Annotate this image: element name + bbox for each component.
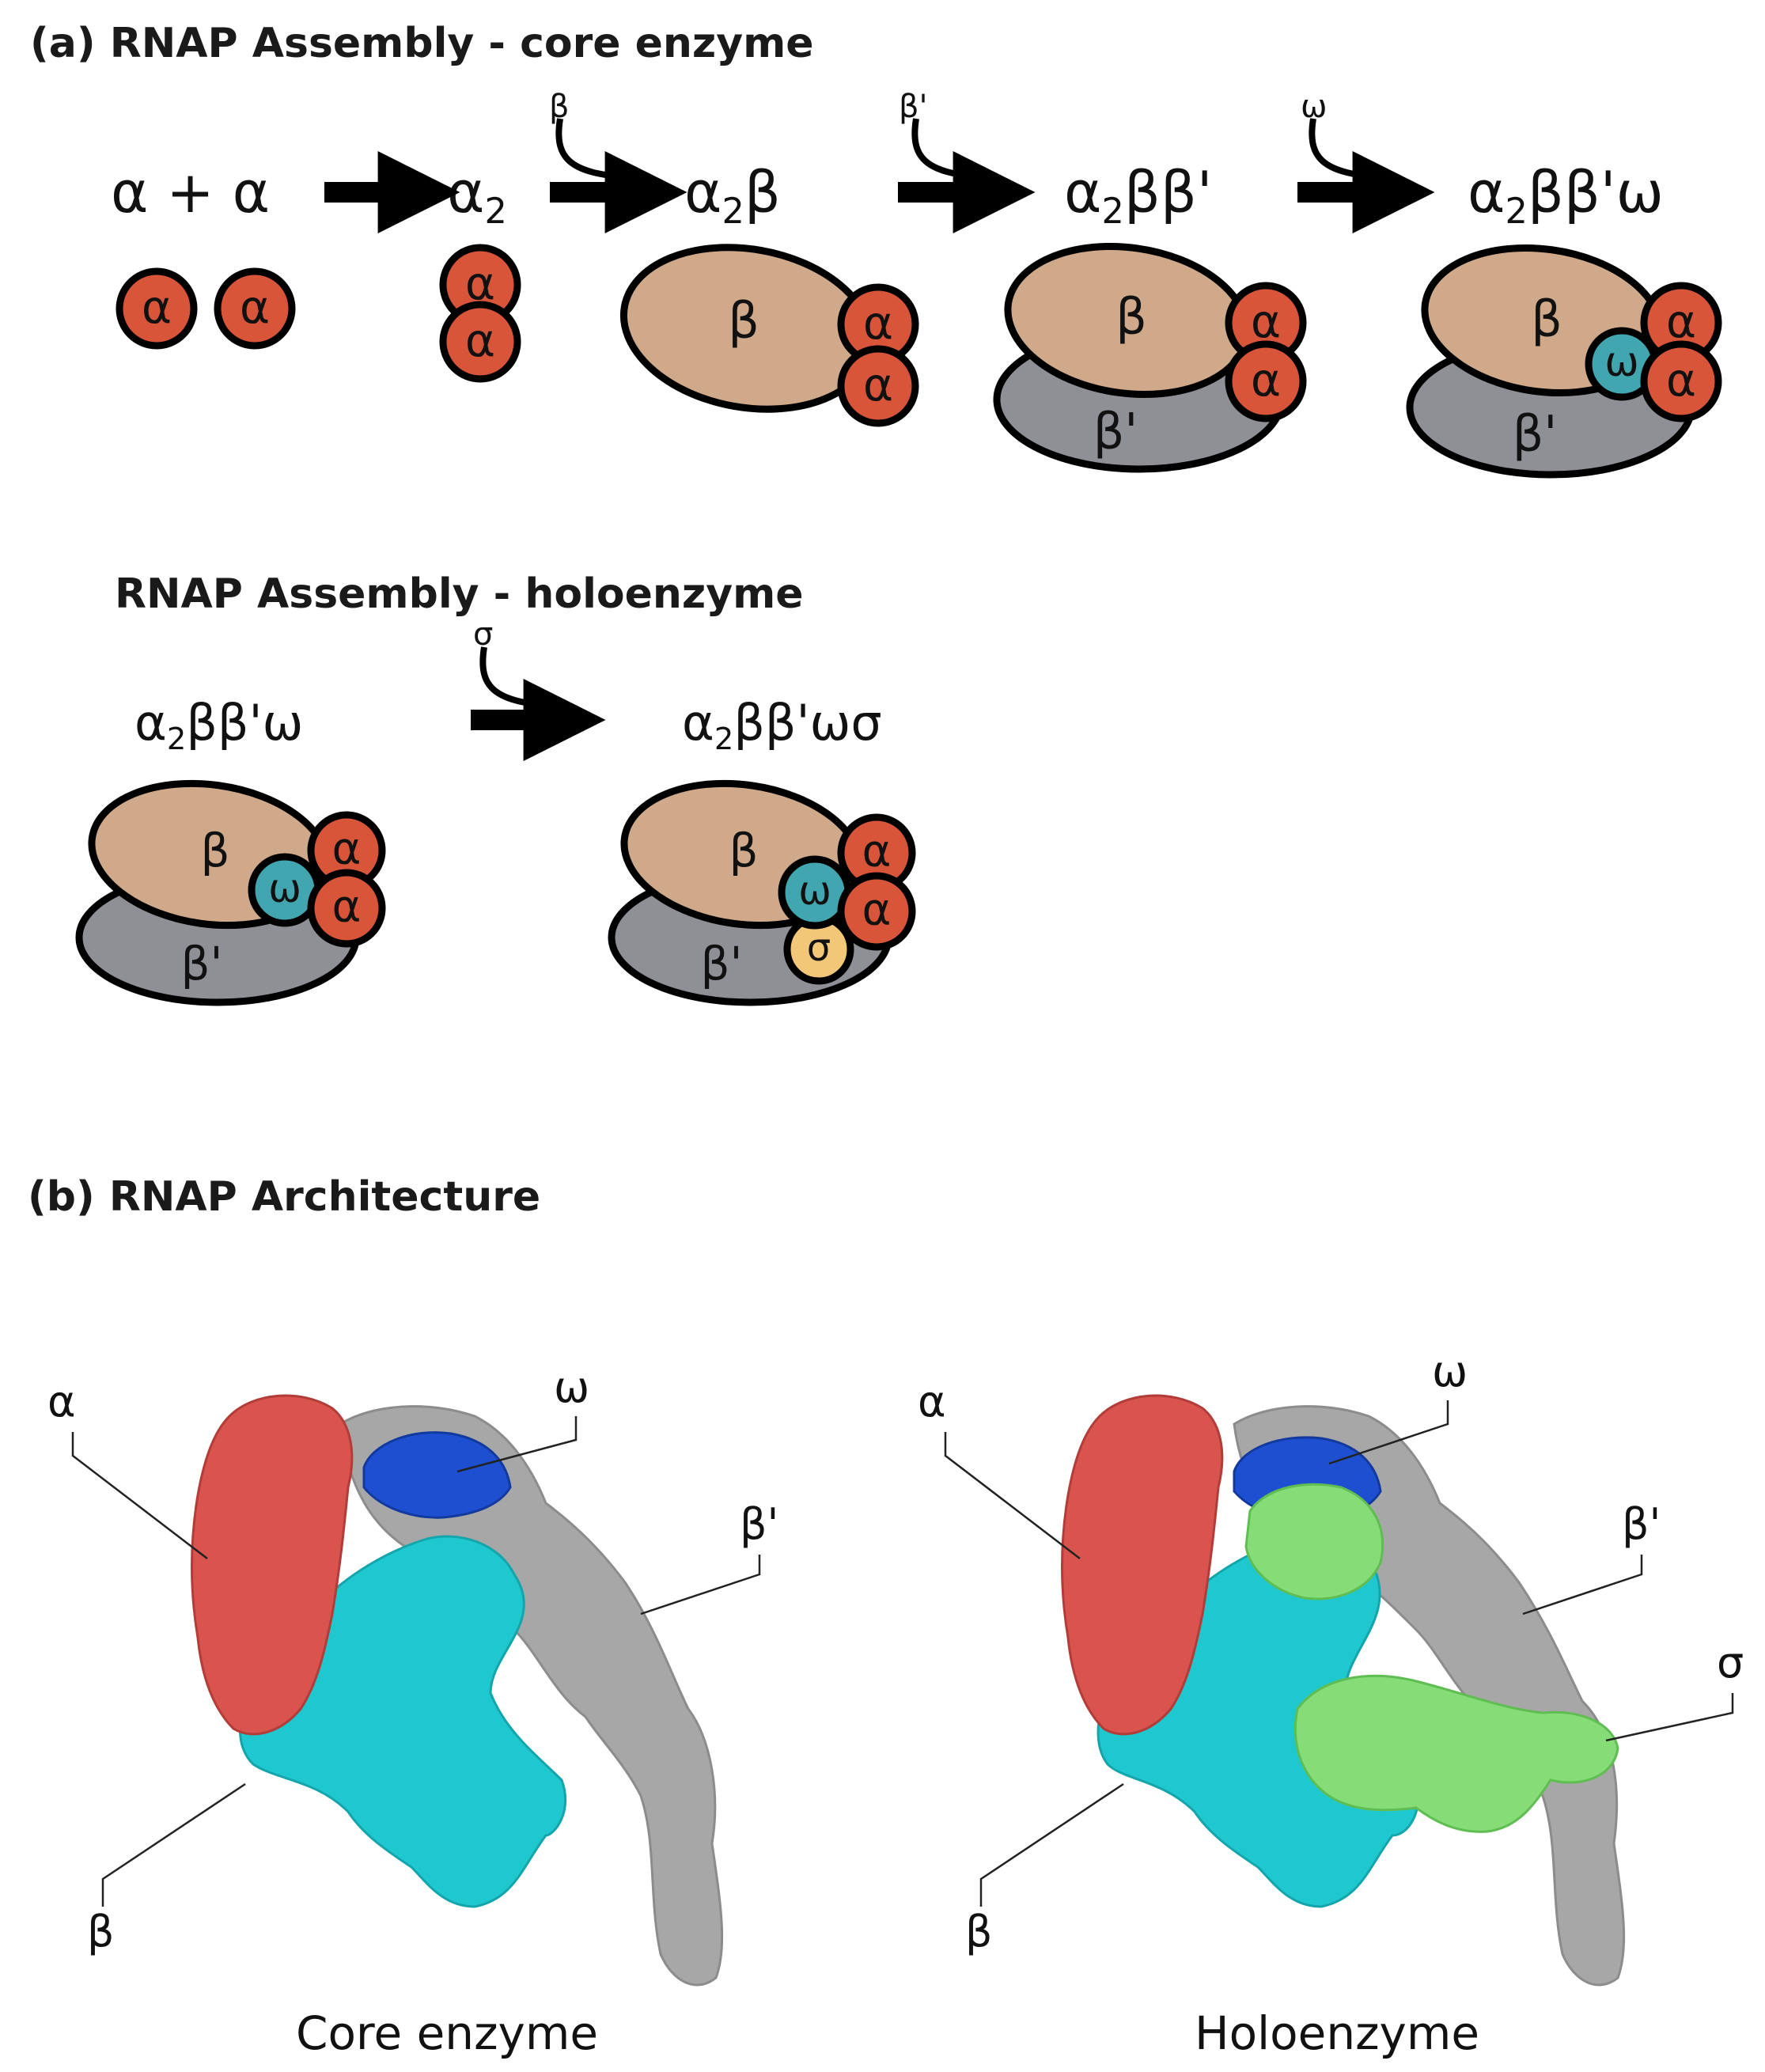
beta-prime-label: β' xyxy=(1093,403,1138,460)
leader-line xyxy=(979,1782,1124,1907)
panel-a-title: (a) RNAP Assembly - core enzyme xyxy=(30,20,814,67)
core-enzyme-surface: α ω β' β xyxy=(47,1362,778,1987)
beta-label: β xyxy=(728,292,759,350)
schematic-alpha2-beta-betaprime: β' β α α xyxy=(993,242,1307,473)
leader-line xyxy=(71,1432,208,1559)
formula-alpha-plus-alpha: α + α xyxy=(111,159,270,225)
added-subunit-sigma: σ xyxy=(473,616,493,653)
added-subunit-beta: β xyxy=(549,89,570,125)
leader-line xyxy=(101,1782,246,1907)
omega-label: ω xyxy=(798,868,831,914)
core-label-omega: ω xyxy=(554,1362,589,1412)
reaction-arrow xyxy=(1297,118,1435,233)
holo-label-alpha: α xyxy=(918,1377,946,1426)
formula-alpha2: α2 xyxy=(447,159,507,232)
schematic-alpha-dimer: α α xyxy=(439,244,521,383)
alpha-label: α xyxy=(465,313,495,367)
leader-line xyxy=(1605,1693,1734,1742)
added-subunit-omega: ω xyxy=(1301,89,1328,125)
formula-alpha2-beta-betaprime: α2ββ' xyxy=(1064,159,1213,232)
holoenzyme-caption: Holoenzyme xyxy=(1195,2006,1479,2060)
core-label-alpha: α xyxy=(47,1377,76,1426)
alpha-label: α xyxy=(142,280,172,334)
reaction-arrow xyxy=(898,118,1036,233)
sigma-label: σ xyxy=(807,926,831,970)
holo-label-omega: ω xyxy=(1432,1347,1468,1396)
schematic-alpha2-beta: β α α xyxy=(619,244,919,427)
surface-alpha xyxy=(191,1394,354,1736)
reaction-arrow xyxy=(471,646,606,761)
core-label-beta-prime: β' xyxy=(740,1499,778,1549)
omega-label: ω xyxy=(1604,339,1639,386)
alpha-label: α xyxy=(862,884,892,936)
panel-b-title: (b) RNAP Architecture xyxy=(28,1173,540,1221)
schematic-alpha2-beta-betaprime-omega: β' β ω α α xyxy=(1406,244,1722,479)
holo-label-beta: β xyxy=(965,1907,992,1956)
leader-line xyxy=(456,1416,578,1473)
schematic-holoenzyme: β' β σ ω α α xyxy=(608,779,916,1006)
leader-line xyxy=(944,1432,1081,1559)
added-subunit-beta-prime: β' xyxy=(899,89,928,125)
alpha-label: α xyxy=(863,296,893,350)
alpha-label: α xyxy=(862,826,892,877)
alpha-label: α xyxy=(240,280,270,334)
beta-label: β xyxy=(1531,290,1562,348)
surface-sigma-upper xyxy=(1244,1483,1384,1600)
formula-core-enzyme: α2ββ'ω xyxy=(134,694,303,757)
surface-omega xyxy=(362,1431,512,1519)
core-enzyme-caption: Core enzyme xyxy=(296,2006,598,2060)
formula-holoenzyme: α2ββ'ωσ xyxy=(682,694,882,757)
formula-alpha2-beta-betaprime-omega: α2ββ'ω xyxy=(1468,159,1664,232)
alpha-label: α xyxy=(1666,353,1696,407)
panel-holo-title: RNAP Assembly - holoenzyme xyxy=(115,570,804,618)
alpha-label: α xyxy=(332,881,362,933)
leader-line xyxy=(1522,1555,1643,1616)
beta-label: β xyxy=(729,824,758,877)
beta-label: β xyxy=(1115,288,1147,346)
alpha-label: α xyxy=(332,824,362,875)
holo-label-sigma: σ xyxy=(1717,1638,1744,1688)
formula-alpha2-beta: α2β xyxy=(684,159,781,232)
alpha-label: α xyxy=(863,358,893,411)
alpha-label: α xyxy=(1666,294,1696,348)
leader-line xyxy=(640,1555,761,1616)
beta-prime-label: β' xyxy=(701,937,743,991)
alpha-label: α xyxy=(1251,294,1281,348)
schematic-core-enzyme: β' β ω α α xyxy=(75,779,386,1006)
leader-line xyxy=(1328,1400,1449,1465)
beta-prime-label: β' xyxy=(1513,405,1558,463)
holoenzyme-surface: α ω β' σ β xyxy=(918,1347,1744,1987)
surface-sigma-lower xyxy=(1293,1674,1619,1833)
reaction-arrow xyxy=(550,118,687,233)
beta-prime-label: β' xyxy=(181,937,223,991)
alpha-label: α xyxy=(1251,353,1281,407)
omega-label: ω xyxy=(268,866,301,911)
schematic-two-alpha: α α xyxy=(116,267,296,350)
beta-label: β xyxy=(200,824,229,877)
core-label-beta: β xyxy=(87,1907,114,1956)
holo-label-beta-prime: β' xyxy=(1622,1499,1661,1549)
